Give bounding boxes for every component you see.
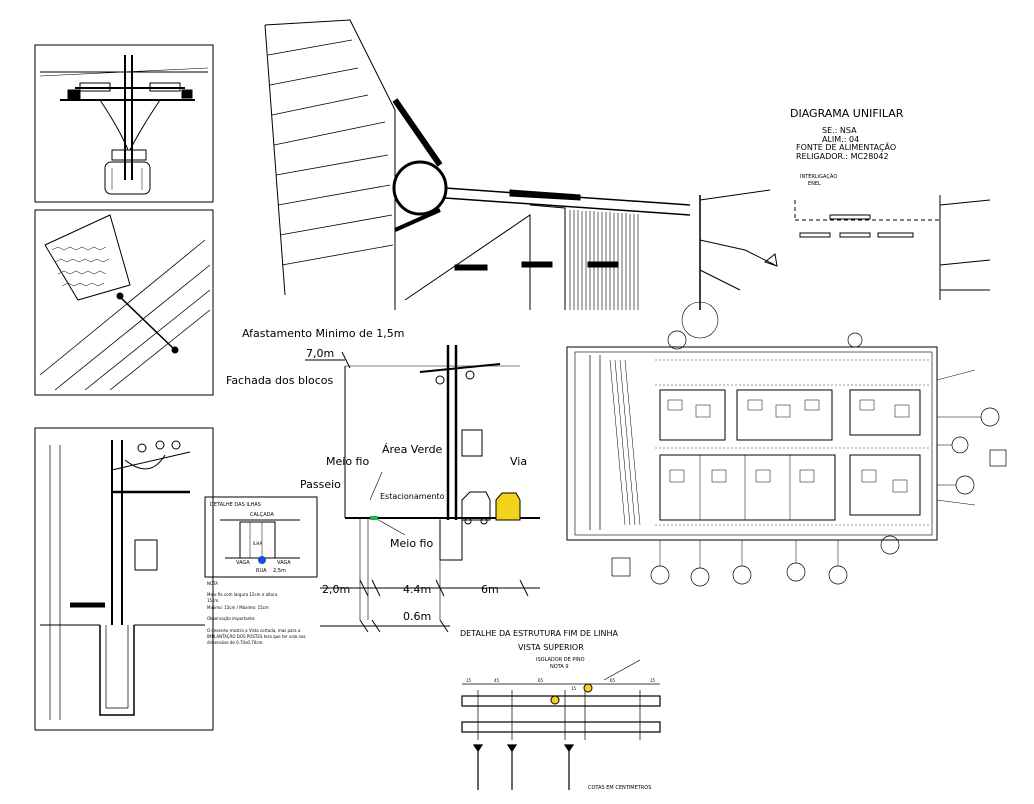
fim-linha-title: DETALHE DA ESTRUTURA FIM DE LINHA [460,629,618,638]
fim-linha-dim: 15 [571,686,577,691]
panel-single-line-diagram [681,189,991,339]
fim-linha-dim: 65 [610,678,616,683]
section-passeio: Passeio [300,478,341,491]
ilhas-calcada: CALÇADA [250,512,274,518]
fim-linha-dim: 15 [466,678,472,683]
section-dim-6: 6m [481,583,499,596]
ilhas-vaga-left: VAGA [236,560,250,566]
diagram-line: FONTE DE ALIMENTAÇÃO [796,142,896,152]
diagram-line: ALIM.: 04 [822,135,859,144]
ilhas-note: dimensões de 0.70x0.70cm. [207,640,264,645]
fim-linha-dim: 65 [538,678,544,683]
section-estacionamento: Estacionamento [380,492,445,501]
ilhas-note: O desenho mostra a Vista cortada, mas pa… [207,628,301,633]
fim-linha-subtitle: VISTA SUPERIOR [518,643,584,652]
ilhas-note: IMPLANTAÇÃO DOS POSTES tera que ter vala… [207,634,306,639]
ilhas-note: 15cm. [207,598,219,603]
fim-linha-dim: 45 [494,678,500,683]
panel-pole-detail [34,427,214,731]
panel-block-plan [34,209,214,396]
diagram-line: RELIGADOR.: MC28042 [796,152,889,161]
section-dim-7: 7,0m [306,347,334,360]
section-dim-06: 0.6m [403,610,431,623]
ilhas-nota: NOTA [207,581,218,586]
fim-linha-footer: COTAS EM CENTIMETROS [588,785,651,791]
panel-pole-transformer [34,44,214,203]
ilhas-vaga-right: VAGA [277,560,291,566]
section-meio-fio-top: Meio fio [326,455,369,468]
ilhas-note: Minimo: 15cm / Máximo: 15cm [207,605,269,610]
panel-site-roundabout [264,19,691,310]
fim-linha-nota: NOTA 9 [550,664,569,670]
ilhas-rua: RUA [256,568,267,574]
diagram-title: DIAGRAMA UNIFILAR [790,107,904,120]
ilhas-note: Meio fio com largura 12cm e altura [207,592,278,597]
section-meio-fio-bottom: Meio fio [390,537,433,550]
ilhas-ilha: ILHA [253,541,262,546]
fim-linha-dim: 15 [650,678,656,683]
panel-road-section [305,345,540,633]
interligacao-label: INTERLIGAÇÃO [800,173,837,180]
panel-end-of-line [461,659,661,790]
panel-condominium-plan [566,330,1007,587]
ilhas-rua-dim: 2,5m [273,568,286,574]
fim-linha-isolador: ISOLADOR DE PINO [536,657,585,663]
accessibility-icon [258,556,266,564]
section-dim-20: 2,0m [322,583,350,596]
ilhas-title: DETALHE DAS ILHAS [210,502,261,508]
ilhas-note: Observação importante: [207,616,256,621]
interligacao-sub: ENEL [808,181,821,187]
section-dim-44: 4.4m [403,583,431,596]
panel-island-detail [204,496,318,578]
section-afastamento: Afastamento Minimo de 1,5m [242,327,405,340]
section-via: Via [510,455,527,468]
section-fachada: Fachada dos blocos [226,374,334,387]
section-area-verde: Área Verde [382,443,443,456]
diagram-line: SE.: NSA [822,126,857,135]
car-icon [495,492,521,521]
